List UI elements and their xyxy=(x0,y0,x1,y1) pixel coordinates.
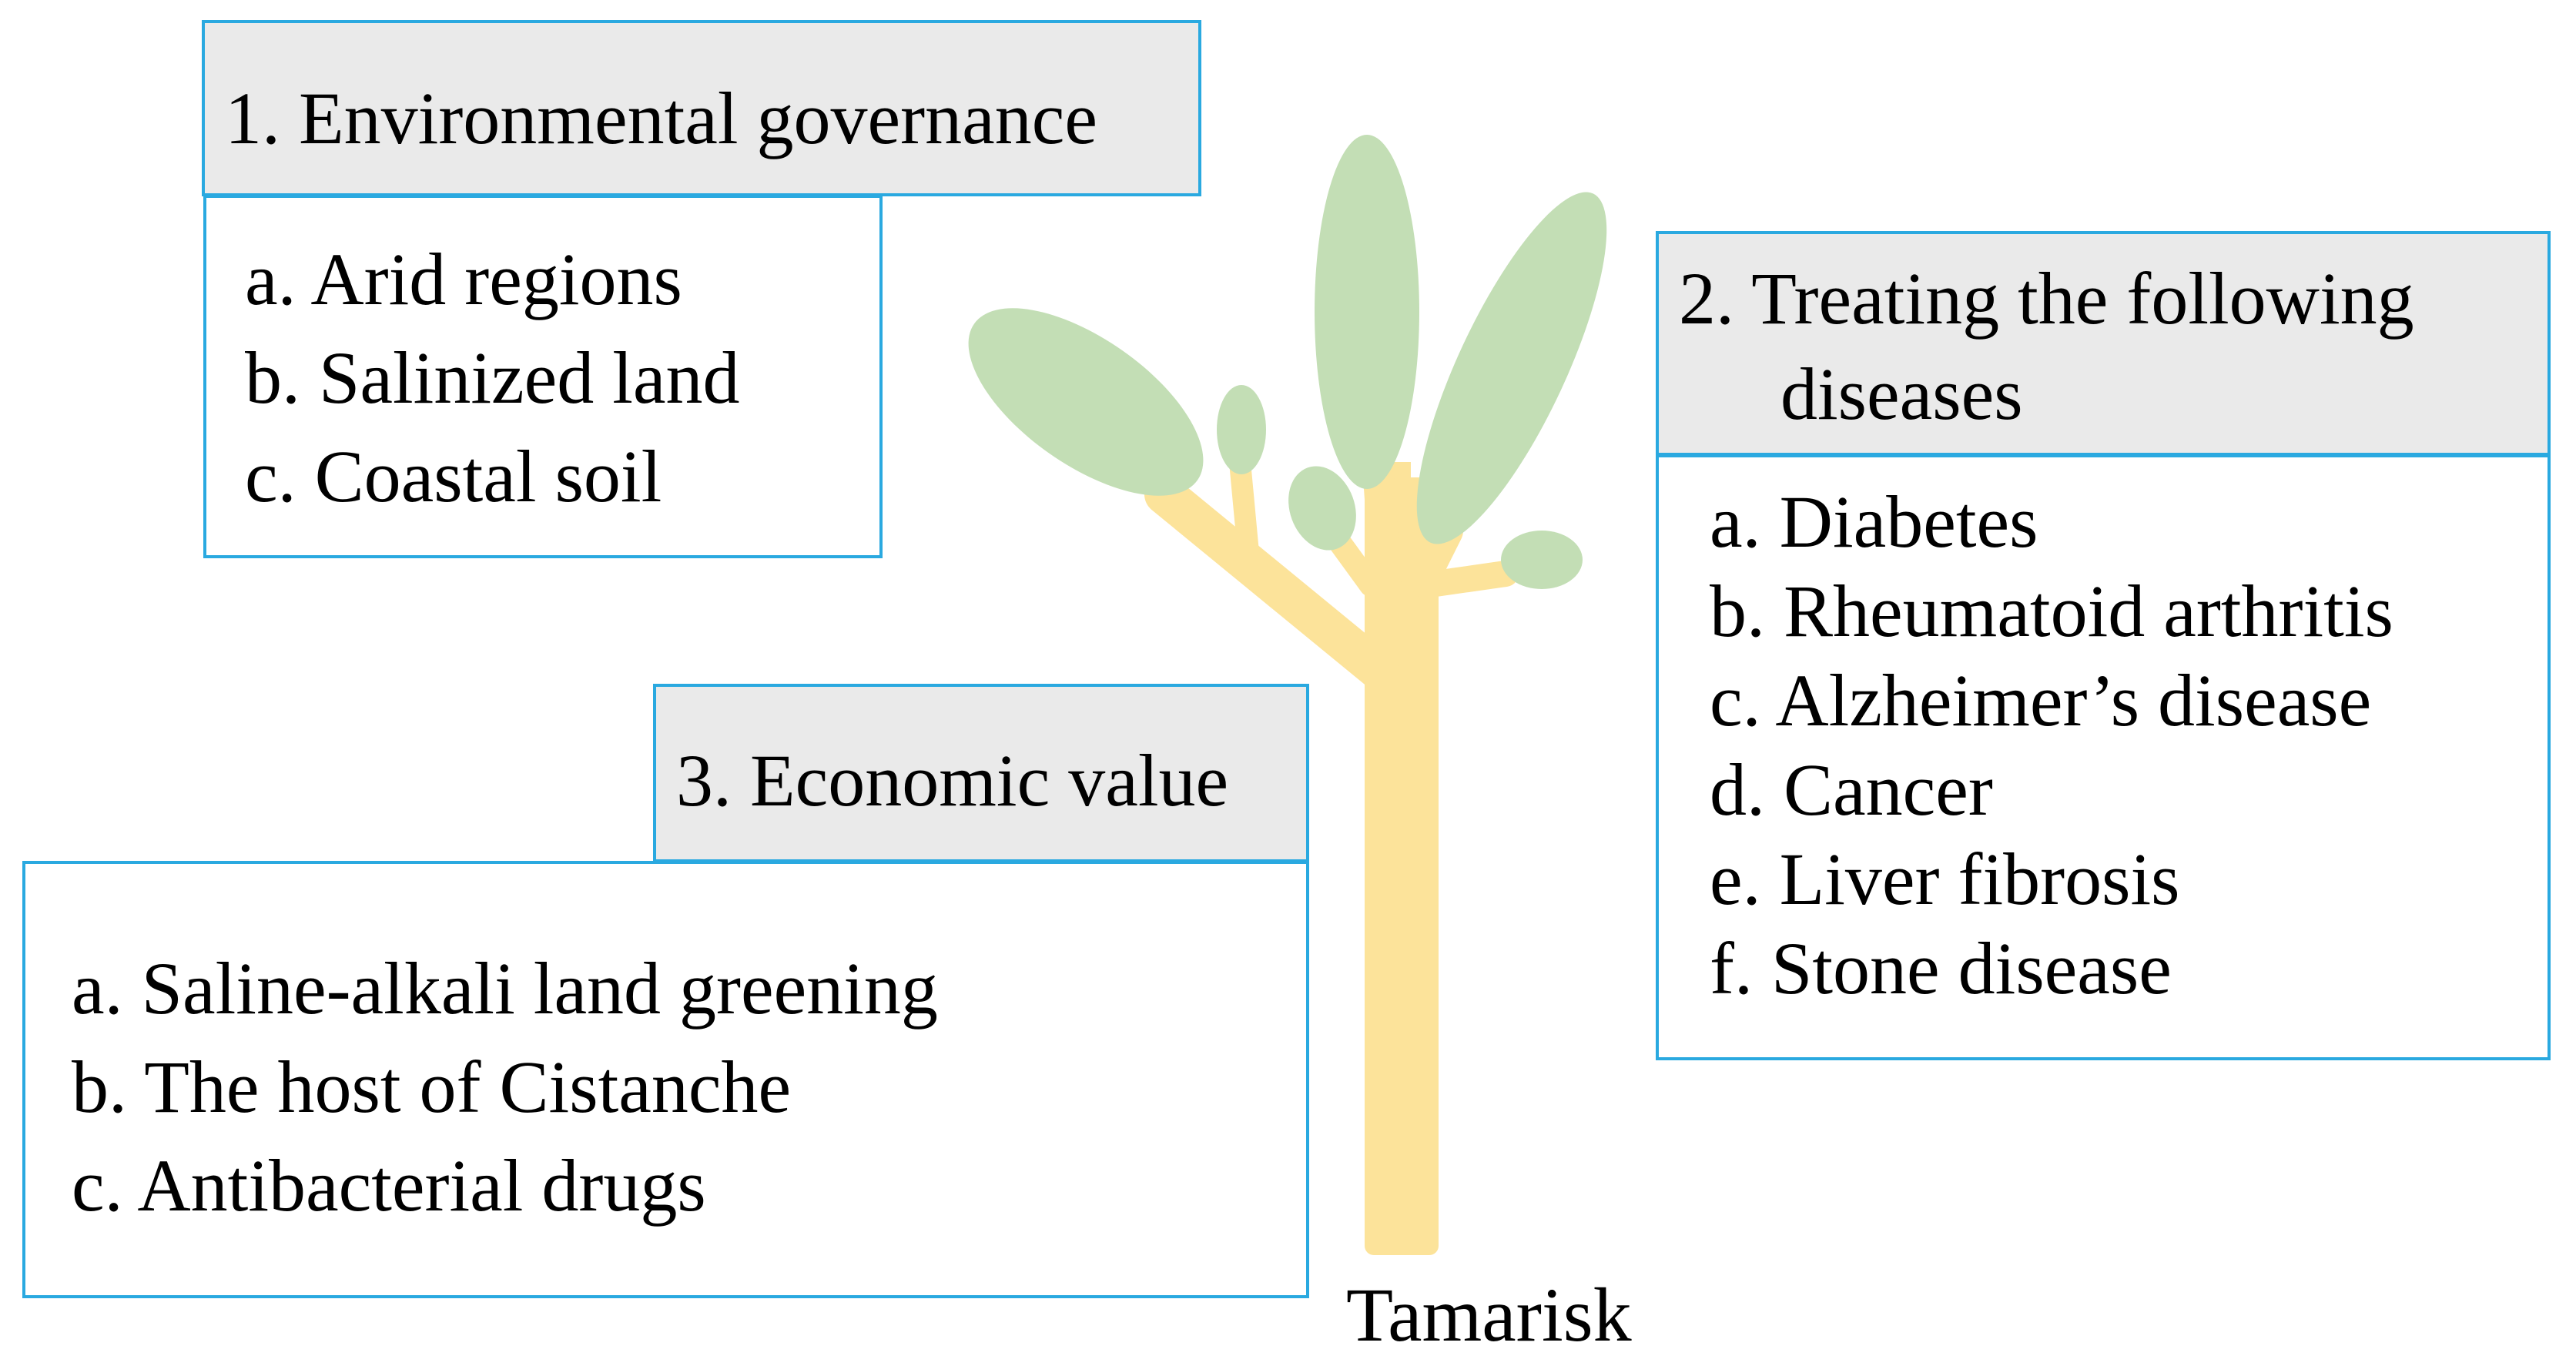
leaf-small-right xyxy=(1501,531,1583,589)
environmental-governance-title: 1. Environmental governance xyxy=(225,77,1097,159)
tree-leaves xyxy=(968,135,1607,589)
list-item: b. Salinized land xyxy=(245,336,740,419)
leaf-tall-right xyxy=(1416,192,1607,544)
list-item: a. Diabetes xyxy=(1710,480,2038,563)
leaf-tall-center xyxy=(1315,135,1419,489)
tree-branch-right-small xyxy=(1412,561,1519,598)
leaf-small-upper-left xyxy=(1217,385,1266,474)
list-item: a. Arid regions xyxy=(245,238,682,320)
tree-branch-center xyxy=(1363,462,1402,601)
list-item: c. Alzheimer’s disease xyxy=(1710,659,2372,742)
list-item: c. Coastal soil xyxy=(245,435,662,517)
diseases-header: 2. Treating the following diseases xyxy=(1656,231,2551,456)
list-item: c. Antibacterial drugs xyxy=(72,1144,706,1227)
plant-name-label: Tamarisk xyxy=(1346,1272,1632,1358)
environmental-governance-header: 1. Environmental governance xyxy=(202,20,1201,196)
tree-branch-twig-left xyxy=(1229,451,1260,571)
leaf-large-left xyxy=(968,308,1204,496)
diseases-list: a. Diabetes b. Rheumatoid arthritis c. A… xyxy=(1656,454,2551,1060)
diseases-title-line1: 2. Treating the following xyxy=(1679,257,2414,340)
leaf-small-center xyxy=(1288,466,1356,551)
tree-branch-left xyxy=(1144,474,1399,690)
list-item: b. The host of Cistanche xyxy=(72,1046,792,1128)
tree-branch-twig-center xyxy=(1328,531,1382,597)
list-item: b. Rheumatoid arthritis xyxy=(1710,570,2393,652)
economic-value-header: 3. Economic value xyxy=(653,684,1309,862)
diseases-title-line2: diseases xyxy=(1780,353,2023,435)
economic-value-list: a. Saline-alkali land greening b. The ho… xyxy=(22,861,1309,1298)
environmental-governance-list: a. Arid regions b. Salinized land c. Coa… xyxy=(203,195,883,558)
list-item: f. Stone disease xyxy=(1710,927,2172,1009)
list-item: d. Cancer xyxy=(1710,748,1993,831)
tree-trunk-and-branches xyxy=(1144,451,1519,1255)
list-item: a. Saline-alkali land greening xyxy=(72,947,938,1030)
list-item: e. Liver fibrosis xyxy=(1710,838,2180,920)
economic-value-title: 3. Economic value xyxy=(676,739,1229,822)
